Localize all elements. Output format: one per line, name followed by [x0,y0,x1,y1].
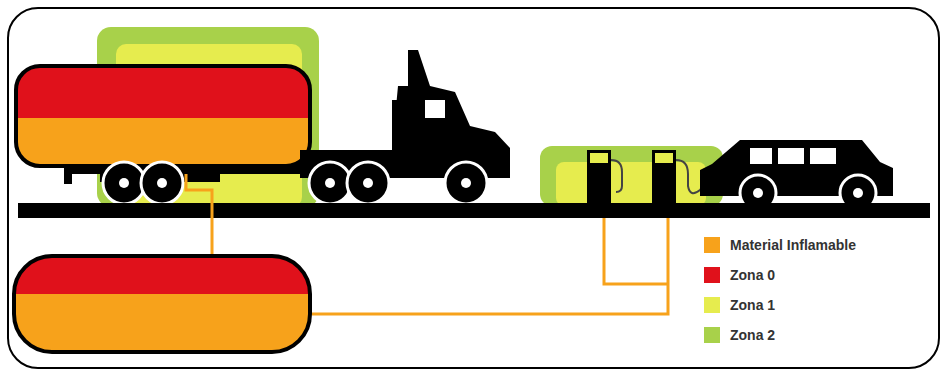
frame [8,8,939,368]
legend-swatch [704,297,720,313]
wheel-hubs [119,178,471,188]
truck-cab [300,50,510,178]
legend: Material InflamableZona 0 Zona 1 Zona 2 [704,230,856,350]
legend-row: Zona 1 [704,290,856,320]
fuel-pumps [587,150,712,206]
zone-2-area [540,146,723,206]
legend-row: Zona 0 [704,260,856,290]
car [700,140,893,211]
legend-swatch [704,327,720,343]
tanker-tank [16,66,310,166]
underground-tank [14,256,310,352]
legend-row: Zona 2 [704,320,856,350]
legend-row: Material Inflamable [704,230,856,260]
zone-1-area [556,162,706,206]
legend-label: Material Inflamable [730,237,856,253]
truck-exhaust [392,100,402,150]
truck-window [425,100,445,118]
legend-swatch [704,237,720,253]
legend-label: Zona 1 [730,297,775,313]
ground [18,203,930,218]
legend-swatch [704,267,720,283]
legend-label: Zona 2 [730,327,775,343]
wheels [103,162,487,204]
trailer-frame [64,164,72,184]
legend-label: Zona 0 [730,267,775,283]
